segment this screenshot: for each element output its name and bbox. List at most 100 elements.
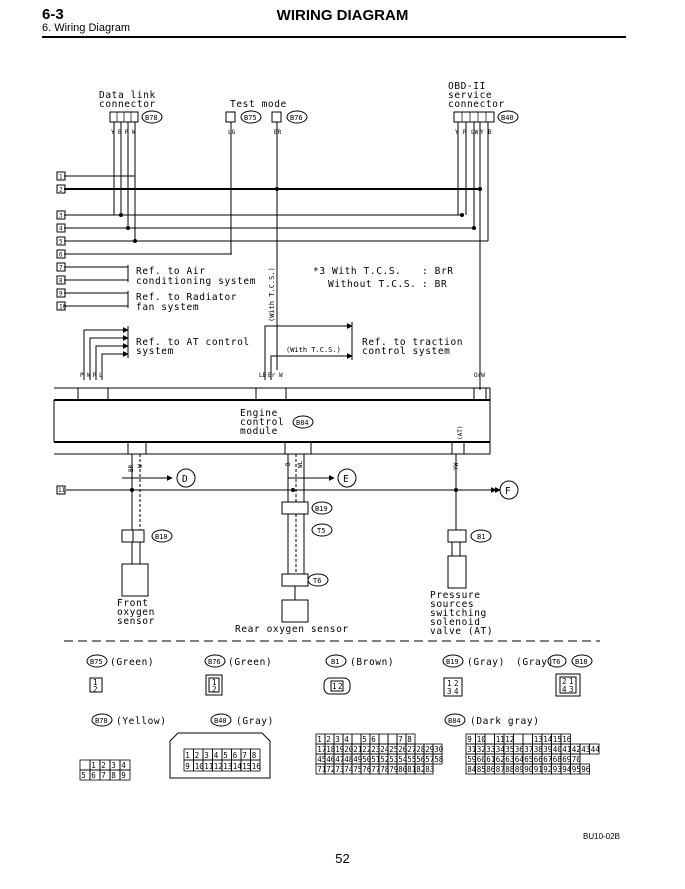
solenoid-label-3: switching [430, 608, 487, 619]
ref-traction-line1: Ref. to traction [362, 337, 463, 348]
legend-b75-pin2: 2 [93, 685, 98, 694]
obd-connector [453, 111, 495, 123]
b76-tag: B76 [290, 114, 303, 122]
ref-traction-line2: control system [362, 346, 450, 357]
ecm-wire-orw: OrW [474, 372, 485, 379]
connector-id-b78 [141, 110, 163, 124]
figure-code: BU10-02B [583, 832, 620, 841]
test-mode-plug-left [225, 111, 236, 123]
pin-label: 9 [121, 771, 126, 780]
pin-label: 49 [353, 755, 362, 764]
legend-b76-color: (Green) [228, 657, 272, 668]
test-wire-br: BR [274, 129, 282, 136]
pin-label: 69 [562, 755, 571, 764]
pin-label: 3 [204, 751, 209, 760]
legend-t6-pin2: 2 [562, 677, 567, 686]
connector-id-t5 [311, 523, 333, 537]
legend-b84-id: B84 [448, 717, 461, 725]
solenoid-label-1: Pressure [430, 590, 481, 601]
ecm-label-2: control [240, 417, 284, 428]
pin-label: 19 [335, 745, 344, 754]
pin-label: 71 [317, 765, 326, 774]
section-subtitle: 6. Wiring Diagram [42, 22, 131, 34]
pin-label: 13 [534, 735, 543, 744]
pin-label: 2 [326, 735, 331, 744]
connector-id-b19 [311, 501, 333, 515]
solenoid-label-5: valve (AT) [430, 626, 493, 637]
vertical-with-tcs: (With T.C.S.) [268, 267, 276, 322]
pin-label: 62 [496, 755, 505, 764]
legend-b1-pin1: 1 [332, 682, 337, 691]
pin-label: 56 [416, 755, 426, 764]
obd-wire-2: R [463, 129, 467, 136]
legend-b84-color: (Dark gray) [470, 716, 540, 727]
pin-label: 47 [335, 755, 344, 764]
obd-wire-1: Y [455, 129, 459, 136]
pin-label: 7 [101, 771, 106, 780]
pin-label: 5 [81, 771, 86, 780]
pin-label: 96 [581, 765, 591, 774]
pin-label: 74 [344, 765, 354, 774]
pin-label: 81 [407, 765, 416, 774]
note-line1-value: : BrR [422, 266, 454, 277]
pin-label: 15 [242, 762, 251, 771]
pin-label: 1 [185, 751, 190, 760]
legend-b1-color: (Brown) [350, 657, 394, 668]
ecm-at-tag: (AT) [457, 426, 464, 440]
pin-label: 60 [477, 755, 487, 764]
left-terminal-11 [56, 485, 66, 495]
b1-tag: B1 [477, 533, 485, 541]
obd-label-2: service [448, 90, 492, 101]
pin-label: 15 [553, 735, 562, 744]
pin-label: 41 [562, 745, 571, 754]
left-terminal-label: 6 [59, 252, 63, 259]
pin-label: 33 [486, 745, 495, 754]
pin-label: 58 [434, 755, 444, 764]
pin-label: 52 [380, 755, 389, 764]
legend-t6-id: T6 [552, 658, 560, 666]
ecm-wire-p: P [80, 372, 84, 379]
pin-label: 2 [195, 751, 200, 760]
obd-wire-5: B [488, 129, 492, 136]
pin-label: 75 [353, 765, 362, 774]
pin-label: 4 [344, 735, 349, 744]
pin-label: 68 [553, 755, 563, 764]
ref-radiator-line2: fan system [136, 302, 199, 313]
legend-t6-pin4: 4 [562, 685, 567, 694]
pin-label: 57 [425, 755, 434, 764]
ecm-wire-r: R [93, 372, 97, 379]
connector-id-b1 [470, 529, 492, 543]
ecm-wire-lb: LB [259, 372, 267, 379]
legend-b40-color: (Gray) [236, 716, 274, 727]
pin-label: 1 [317, 735, 322, 744]
pin-label: 67 [543, 755, 552, 764]
connector-id-b75 [240, 110, 262, 124]
data-link-label-1: Data link [99, 90, 156, 101]
pin-label: 92 [543, 765, 552, 774]
section-number: 6-3 [42, 6, 64, 23]
obd-label-3: connector [448, 99, 505, 110]
connector-id-t6 [307, 573, 329, 587]
legend-b76-pin1: 1 [212, 678, 217, 687]
pin-label: 76 [362, 765, 372, 774]
front-o2-label-3: sensor [117, 616, 155, 627]
ref-at-line2: system [136, 346, 174, 357]
front-o2-label-2: oxygen [117, 607, 155, 618]
ecm-wire-w2: W [279, 372, 283, 379]
pin-label: 5 [362, 735, 367, 744]
pin-label: 61 [486, 755, 495, 764]
note-line2-value: : BR [422, 279, 447, 290]
pin-label: 89 [515, 765, 524, 774]
pin-label: 83 [425, 765, 434, 774]
left-terminal-label: 4 [59, 226, 63, 233]
pin-label: 6 [371, 735, 376, 744]
pin-label: 9 [467, 735, 472, 744]
pin-label: 29 [425, 745, 434, 754]
pin-label: 8 [407, 735, 412, 744]
header-rule [42, 36, 626, 38]
pin-label: 20 [344, 745, 354, 754]
test-mode-label: Test mode [230, 99, 287, 110]
pin-label: 8 [252, 751, 257, 760]
pin-label: 40 [553, 745, 563, 754]
